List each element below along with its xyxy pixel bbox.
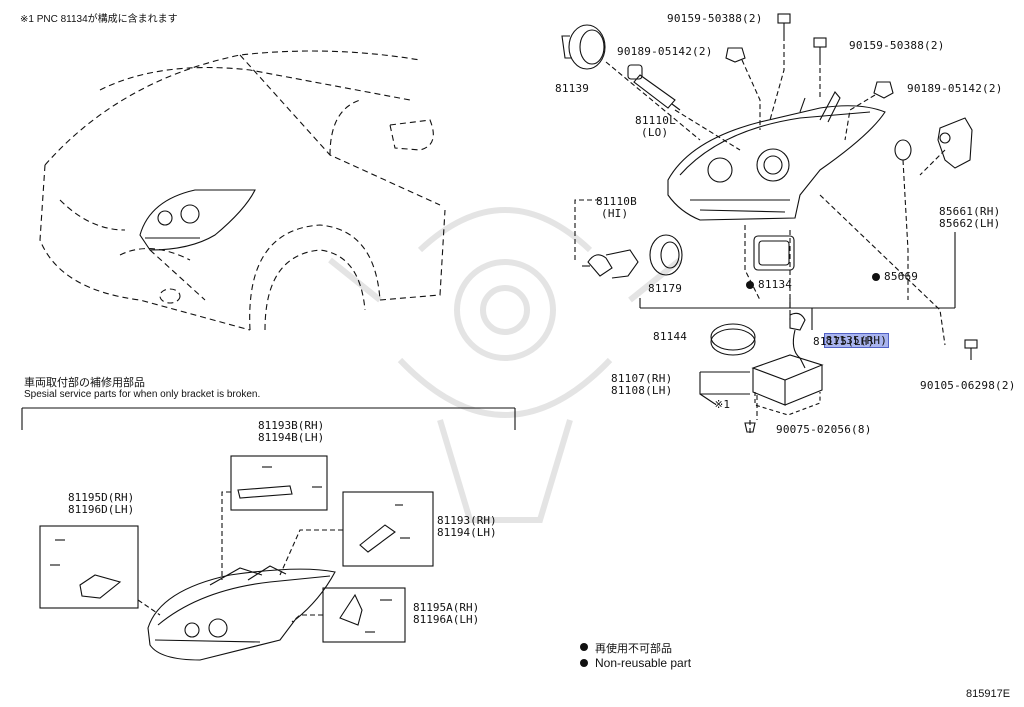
label-90159-a[interactable]: 90159-50388(2) [667,12,763,25]
section-title-en: Spesial service parts for when only brac… [24,389,261,400]
label-81135[interactable]: 81135(RH) [811,323,890,348]
label-81196D[interactable]: 81196D(LH) [68,503,135,516]
part-81139-cover [561,24,606,70]
label-81139[interactable]: 81139 [555,82,590,95]
legend-text-jp: 再使用不可部品 [595,643,672,655]
detail-box-81193 [342,491,434,567]
section-bracket [21,407,516,430]
legend-dot-jp [580,643,588,651]
part-81110L-bulb [627,64,681,111]
legend-dot-en [580,659,588,667]
bolt-90159-b [813,37,827,60]
non-reusable-marker-81134 [746,281,754,289]
label-90189-b[interactable]: 90189-05142(2) [907,82,1003,95]
label-90159-b[interactable]: 90159-50388(2) [849,39,945,52]
label-81179[interactable]: 81179 [648,282,683,295]
watermark-emblem [328,207,682,523]
label-85669[interactable]: 85669 [884,270,919,283]
part-81134-gasket [753,235,795,271]
diagram-code: 815917E [966,688,1011,700]
assembly-bracket-lines [639,232,956,405]
label-81108[interactable]: 81108(LH) [611,384,673,397]
bolt-90189-a [725,47,746,63]
label-90075[interactable]: 90075-02056(8) [776,423,872,436]
note-top: ※1 PNC 81134が構成に含まれます [20,14,178,25]
detail-box-81193B [230,455,328,511]
label-81107[interactable]: 81107(RH) [611,372,673,385]
label-81110L-sub: (LO) [641,126,669,139]
label-90105[interactable]: 90105-06298(2) [920,379,1016,392]
label-81194[interactable]: 81194(LH) [437,526,497,539]
label-85662[interactable]: 85662(LH) [939,217,1001,230]
car-outline [39,50,446,331]
label-mark-1: ※1 [714,398,731,411]
part-81144-cap [710,323,756,356]
label-81144[interactable]: 81144 [653,330,688,343]
detail-box-81195D [39,525,139,609]
section-title-jp: 車両取付部の補修用部品 [24,377,145,389]
part-81107-ballast [751,354,824,406]
label-85661[interactable]: 85661(RH) [939,205,1001,218]
label-81110L[interactable]: 81110L [635,114,676,127]
label-81195A[interactable]: 81195A(RH) [413,601,480,614]
label-81195D[interactable]: 81195D(RH) [68,491,135,504]
legend-text-en: Non-reusable part [595,656,692,670]
label-81134[interactable]: 81134 [758,278,793,291]
label-90189-a[interactable]: 90189-05142(2) [617,45,713,58]
label-81193B[interactable]: 81193B(RH) [258,419,325,432]
part-85661-leveling-actuator [937,117,973,169]
part-81179-cover [649,234,683,276]
car-headlamp-thumbnail [139,189,256,251]
part-85669-oring [894,139,912,161]
bolt-90105 [964,339,978,360]
leader-lines-lower [137,491,343,623]
label-81110B[interactable]: 81110B [596,195,637,208]
ballast-bracket-dashed [754,392,821,416]
label-81196A[interactable]: 81196A(LH) [413,613,480,626]
bolt-90189-b [873,81,894,99]
lower-headlamp-illustration [147,565,336,661]
label-81193[interactable]: 81193(RH) [437,514,497,527]
label-81175[interactable]: 81175(LH) [813,335,875,348]
detail-box-81195A [322,587,406,643]
label-81194B[interactable]: 81194B(LH) [258,431,325,444]
label-81110B-sub: (HI) [601,207,629,220]
part-81135-socket-wire [789,312,806,369]
part-81110B-bulb [582,249,639,279]
non-reusable-marker-85669 [872,273,880,281]
bolt-90075 [744,422,756,433]
bolt-90159-a [777,13,791,36]
label-81135-highlight[interactable]: 81135(RH) [823,333,890,348]
part-headlamp-assembly [667,91,886,221]
